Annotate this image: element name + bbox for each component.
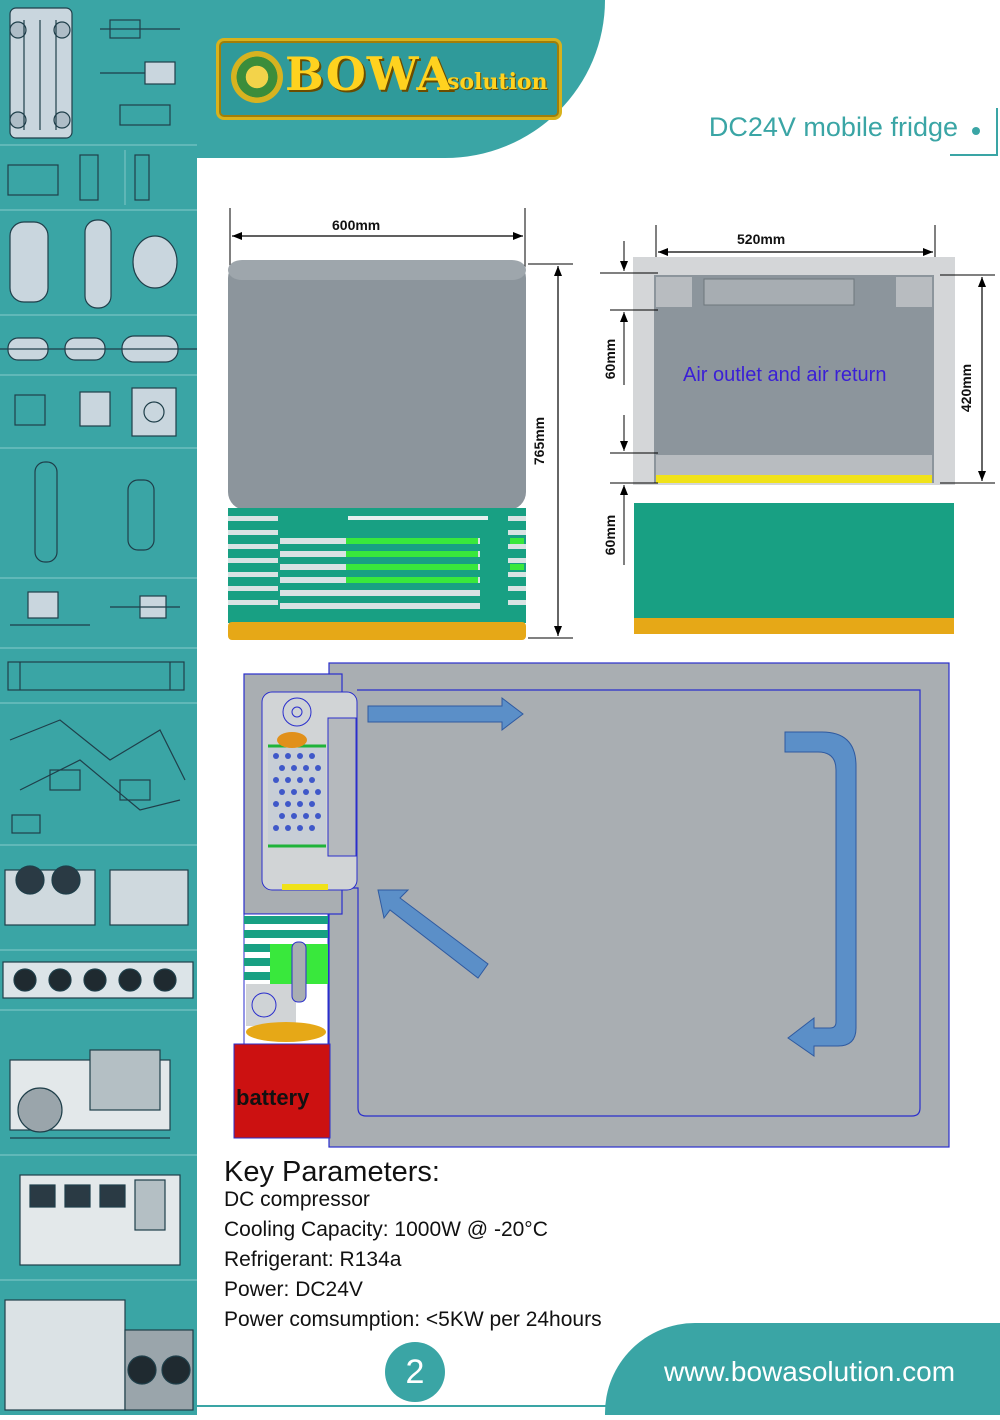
side-width-label: 520mm <box>737 231 786 247</box>
param-line: Power comsumption: <5KW per 24hours <box>224 1308 602 1331</box>
footer-banner <box>605 1323 1000 1415</box>
front-height-label: 765mm <box>531 416 548 466</box>
condensing-unit-drawing-icon <box>7 661 185 691</box>
solenoid-valve-icon <box>10 591 180 626</box>
params-heading: Key Parameters: <box>224 1156 440 1188</box>
logo-emblem-icon <box>231 51 283 103</box>
equipment-thumbnails <box>0 7 197 1411</box>
airflow-drawing <box>233 662 950 1148</box>
side-height-label: 420mm <box>958 363 975 413</box>
footer-website-link[interactable]: www.bowasolution.com <box>664 1356 956 1387</box>
front-width-label: 600mm <box>332 217 381 233</box>
battery-label: battery <box>236 1085 310 1110</box>
plate-heat-exchanger-icon <box>9 7 73 139</box>
front-view-drawing <box>228 208 573 640</box>
piping-schematic-icon <box>9 719 186 834</box>
expansion-valve-icon <box>7 150 150 205</box>
parallel-unit-icon <box>19 1174 181 1266</box>
side-gap-top-label: 60mm <box>602 338 619 380</box>
param-line: Cooling Capacity: 1000W @ -20°C <box>224 1218 548 1241</box>
side-view-drawing <box>600 225 995 634</box>
front-view-diagram: 600mm 765mm <box>228 208 588 642</box>
param-line: DC compressor <box>224 1188 370 1211</box>
compressor-unit-icon <box>4 1299 194 1411</box>
side-view-diagram: 520mm 60mm 60mm 420mm Air outlet and air… <box>600 225 1000 640</box>
compressor-rack-icon <box>9 1049 171 1139</box>
logo-sub-text: solution <box>447 69 548 95</box>
ball-valve-icon <box>14 387 177 437</box>
valve-drawing-icon <box>100 19 180 126</box>
param-line: Refrigerant: R134a <box>224 1248 402 1271</box>
airflow-annotation: Air outlet and air return <box>683 364 887 386</box>
air-cooler-icon <box>2 961 194 999</box>
rooftop-unit-icon <box>4 865 189 926</box>
title-bullet-icon <box>972 127 980 135</box>
side-gap-bottom-label: 60mm <box>602 514 619 556</box>
title-underline <box>950 154 996 156</box>
page-number: 2 <box>385 1342 445 1402</box>
sidebar-catalog <box>0 0 197 1415</box>
airflow-diagram: battery <box>232 660 954 1150</box>
page-title: DC24V mobile fridge <box>708 112 958 142</box>
footer-rule <box>197 1405 1000 1407</box>
logo-main-text: BOWA <box>285 47 454 101</box>
brand-logo: BOWA solution <box>216 38 562 120</box>
liquid-receiver-icon <box>9 219 178 309</box>
filter-drier-icon <box>0 335 197 363</box>
oil-separator-icon <box>34 461 155 563</box>
param-line: Power: DC24V <box>224 1278 363 1301</box>
title-bracket <box>996 108 998 156</box>
